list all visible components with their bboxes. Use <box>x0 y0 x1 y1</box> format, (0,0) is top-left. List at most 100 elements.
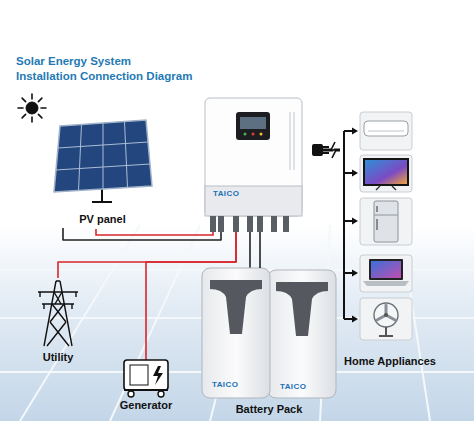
extra-wires <box>96 229 213 235</box>
extra-wires <box>145 352 147 360</box>
solar-field-background <box>20 225 430 421</box>
plug-icon <box>312 144 323 156</box>
distribution-bracket <box>352 218 358 225</box>
distribution-bracket <box>344 131 352 319</box>
appliance-icons <box>376 186 396 190</box>
generator-icon <box>128 391 134 397</box>
wire <box>259 232 261 268</box>
inverter-drawing <box>257 216 263 232</box>
wire <box>63 228 221 240</box>
inverter-drawing <box>271 216 277 232</box>
appliance-icons <box>364 121 408 136</box>
appliance-icons <box>369 259 403 280</box>
pv-panel: PV panel <box>45 120 160 228</box>
inverter-drawing <box>205 98 302 232</box>
pv-panel-drawing <box>54 120 152 192</box>
pv-panel-drawing <box>92 189 112 202</box>
utility-tower <box>47 292 69 346</box>
inverter-drawing <box>283 216 289 232</box>
appliance-icons <box>376 206 377 230</box>
node-label: Battery Pack <box>236 402 303 416</box>
inverter-drawing <box>205 98 302 216</box>
node-label: PV panel <box>79 212 125 226</box>
inverter-drawing <box>218 216 224 232</box>
node-label: Utility <box>43 350 74 364</box>
appliance-icons <box>360 255 412 292</box>
distribution-bracket <box>344 128 358 323</box>
appliance-icons <box>363 158 409 186</box>
appliance-icons <box>379 327 393 336</box>
battery-drawing <box>202 268 336 398</box>
inverter-drawing <box>290 112 294 170</box>
appliance-icons <box>363 281 409 286</box>
inverter-drawing <box>260 133 263 136</box>
generator: Generator <box>112 352 180 414</box>
battery-pack: Battery PackTAICOTAICO <box>198 268 340 418</box>
generator-icon <box>124 360 168 390</box>
appliance-icons <box>360 112 412 340</box>
wire <box>146 232 236 352</box>
inverter-drawing <box>252 133 255 136</box>
appliance-icons <box>360 112 412 340</box>
home-appliances: Home Appliances <box>340 108 440 370</box>
brand-logo: TAICO <box>213 189 322 199</box>
sun-icon <box>18 94 46 122</box>
sun-icon <box>26 102 38 114</box>
plug-icon <box>323 147 329 153</box>
connectors <box>58 150 340 352</box>
plug-icon <box>312 142 336 158</box>
battery-drawing <box>276 282 328 336</box>
extra-wires <box>249 232 251 268</box>
utility-grid: Utility <box>28 278 88 366</box>
appliance-icons <box>384 313 388 317</box>
wire <box>58 232 236 278</box>
appliance-icons <box>374 303 398 327</box>
inverter-drawing <box>233 216 239 232</box>
sun-icon <box>18 94 46 122</box>
appliance-icons <box>371 261 401 278</box>
inverter-drawing <box>240 117 266 129</box>
generator-icon <box>158 391 164 397</box>
hybrid-inverter: TAICO <box>205 98 314 232</box>
battery-module: TAICO <box>268 270 352 398</box>
appliance-icons <box>360 198 412 245</box>
inverter-drawing <box>210 216 289 232</box>
solar-field-background <box>0 225 474 421</box>
inverter-drawing <box>247 216 253 232</box>
generator-icon <box>153 366 163 385</box>
battery-module: TAICO <box>202 268 284 398</box>
node-label: Home Appliances <box>344 354 436 368</box>
diagram-title: Solar Energy System Installation Connect… <box>16 54 194 84</box>
plug-icon <box>331 142 336 158</box>
appliance-icons <box>377 305 395 320</box>
distribution-bracket <box>352 270 358 277</box>
appliance-icons <box>374 201 398 242</box>
pv-panel-drawing <box>54 120 152 202</box>
distribution-bracket <box>352 170 358 177</box>
solar-field-background <box>0 225 474 421</box>
utility-tower <box>40 292 76 309</box>
generator-icon <box>124 360 168 397</box>
battery-drawing <box>202 268 270 398</box>
appliance-icons <box>365 160 407 184</box>
appliance-icons <box>360 155 412 192</box>
appliance-icons <box>360 298 412 340</box>
generator-icon <box>130 365 148 385</box>
appliance-icons <box>360 112 412 150</box>
node-label: Generator <box>120 398 173 412</box>
pv-panel-drawing <box>56 122 150 191</box>
battery-drawing <box>268 270 336 398</box>
battery-drawing <box>210 280 262 334</box>
utility-tower <box>38 281 78 346</box>
utility-tower <box>44 281 72 346</box>
appliance-icons <box>374 215 398 216</box>
distribution-bracket <box>352 128 358 135</box>
inverter-drawing <box>210 216 216 232</box>
appliance-icons <box>368 131 404 132</box>
inverter-drawing <box>244 133 247 136</box>
brand-logo: TAICO <box>280 382 364 392</box>
inverter-drawing <box>236 112 270 140</box>
